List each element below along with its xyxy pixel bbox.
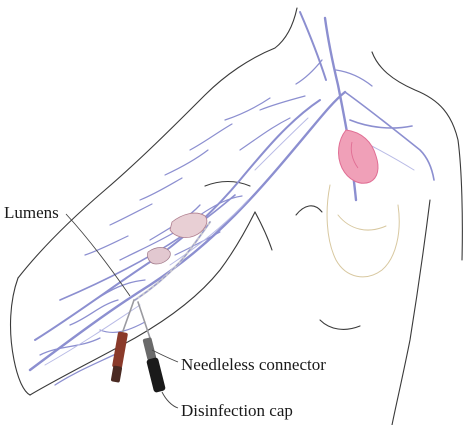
lumen-tubes xyxy=(122,300,150,338)
venous-network xyxy=(30,12,434,385)
needleless-connector-label: Needleless connector xyxy=(181,356,326,373)
lumen-red-connector xyxy=(111,331,128,382)
ribcage-outline xyxy=(327,185,399,277)
heart xyxy=(339,130,378,183)
disinfection-cap xyxy=(146,357,166,393)
needleless-connector xyxy=(142,337,156,361)
disinfection-cap-label: Disinfection cap xyxy=(181,402,293,419)
disinfection-cap-leader xyxy=(162,392,178,408)
lumens-label: Lumens xyxy=(4,204,59,221)
